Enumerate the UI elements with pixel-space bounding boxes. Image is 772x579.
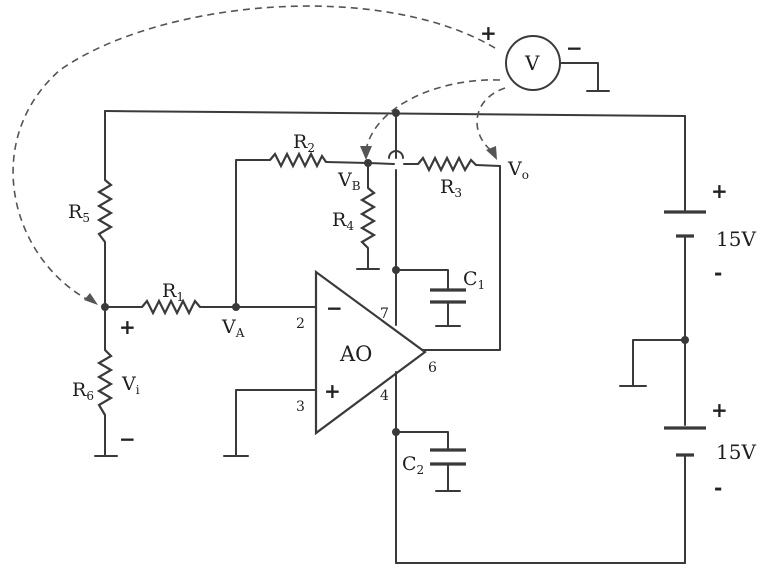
noninverting-input-wire <box>235 389 317 456</box>
junction-battery-mid <box>681 336 689 344</box>
label-c2: C2 <box>402 453 424 477</box>
junction-c1 <box>392 266 400 274</box>
label-r6: R6 <box>72 379 94 403</box>
junction-va <box>232 303 240 311</box>
label-vi: Vi <box>121 373 140 397</box>
vi-minus-sign: − <box>119 427 136 451</box>
probe-lead-vo <box>476 87 506 153</box>
output-wire <box>421 165 501 351</box>
junction-vb <box>364 159 372 167</box>
label-vo: Vo <box>507 158 529 182</box>
capacitors <box>430 288 466 466</box>
junctions <box>101 109 689 436</box>
opamp-inverting-sign: − <box>326 296 343 320</box>
label-r1: R1 <box>162 280 184 304</box>
battery-bottom-minus-sign: - <box>714 476 722 500</box>
pin-4-label: 4 <box>380 388 389 404</box>
pin-3-label: 3 <box>296 399 305 415</box>
wires <box>94 62 686 564</box>
label-vb: VB <box>337 169 361 193</box>
labels: R1 R2 R3 R4 R5 R6 C1 C2 VA VB Vo Vi + − … <box>68 131 756 500</box>
opamp-label: AO <box>339 342 372 366</box>
resistor-r5 <box>96 179 114 243</box>
opamp-noninverting-sign: + <box>324 379 341 403</box>
r2-vb-wire <box>325 161 395 165</box>
c1-top-wire <box>395 269 449 291</box>
battery-bottom-voltage: 15V <box>716 440 756 464</box>
resistor-r2 <box>269 151 327 169</box>
batteries <box>664 210 706 457</box>
junction-top-rail <box>392 109 400 117</box>
crossover-hop <box>388 150 404 159</box>
resistor-r6 <box>96 349 114 416</box>
pin-6-label: 6 <box>428 360 437 376</box>
probe-leads <box>12 5 506 305</box>
resistor-r1 <box>141 298 201 316</box>
junction-vi <box>101 303 109 311</box>
battery-top-minus-sign: - <box>714 261 722 285</box>
battery-bottom-plus-sign: + <box>711 398 728 422</box>
r3-vo-wire <box>475 164 501 167</box>
probe-lead-vb <box>365 79 501 151</box>
probe-lead-vi <box>12 5 496 303</box>
opamp-triangle <box>314 269 427 436</box>
label-r5: R5 <box>68 201 90 225</box>
midpoint-ground-wire <box>632 339 686 386</box>
pin-2-label: 2 <box>296 316 305 332</box>
resistor-r4 <box>359 187 377 249</box>
vi-plus-sign: + <box>119 315 136 339</box>
voltmeter-plus-sign: + <box>480 21 497 45</box>
label-va: VA <box>221 316 245 340</box>
voltmeter-minus-sign: − <box>566 36 583 60</box>
voltmeter-circle <box>505 35 561 91</box>
pin-7-label: 7 <box>380 306 389 322</box>
arrowhead-vi <box>84 293 98 305</box>
junction-c2 <box>392 428 400 436</box>
label-c1: C1 <box>463 268 485 292</box>
resistors <box>96 151 477 416</box>
c2-top-wire <box>395 431 449 451</box>
arrowhead-vo <box>486 146 497 160</box>
label-r4: R4 <box>332 209 354 233</box>
label-r3: R3 <box>440 176 462 200</box>
voltmeter-ground-wire <box>559 62 599 91</box>
arrowhead-vb <box>360 146 372 160</box>
battery-top-plus-sign: + <box>711 179 728 203</box>
label-r2: R2 <box>293 131 315 155</box>
resistor-r3 <box>417 155 477 173</box>
voltmeter-label: V <box>524 51 540 75</box>
va-feedback-wire <box>235 159 271 308</box>
battery-top-voltage: 15V <box>716 227 756 251</box>
